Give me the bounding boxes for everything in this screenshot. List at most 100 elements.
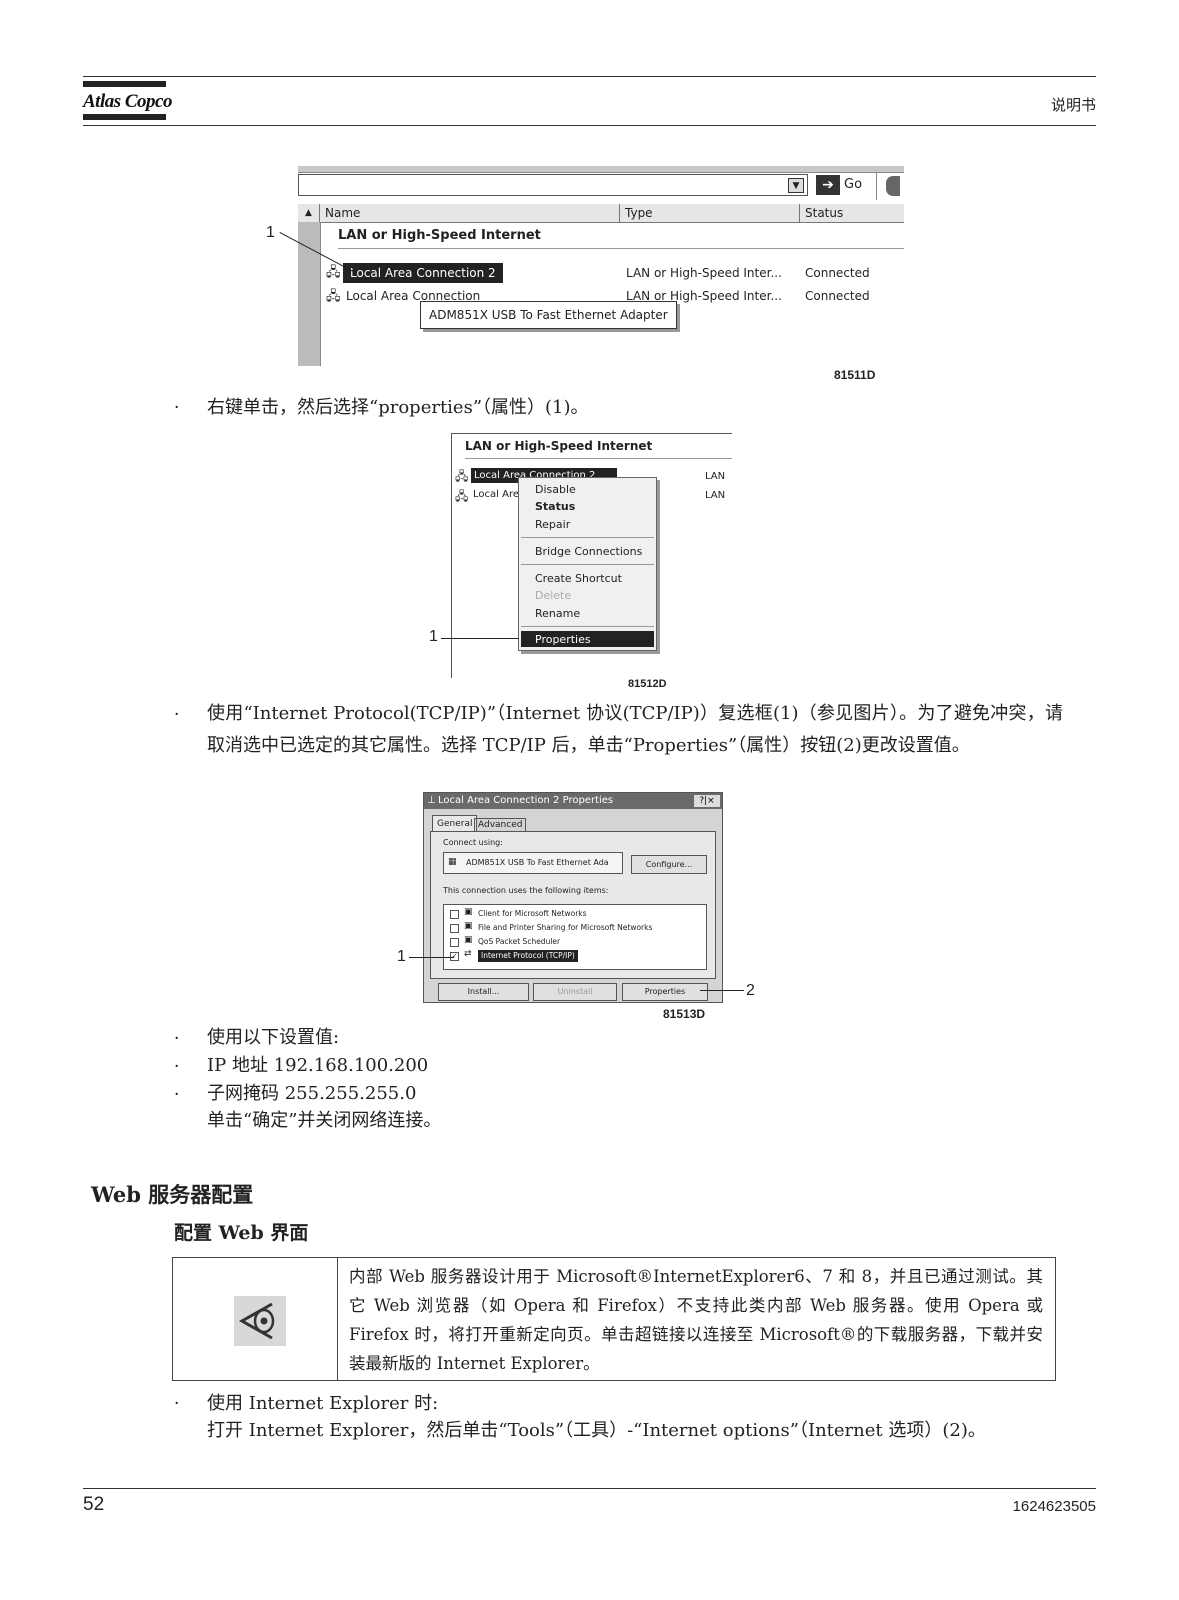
callout-2: 2 [746, 982, 755, 999]
lan-label: LAN [705, 490, 726, 501]
connect-using-label: Connect using: [443, 838, 503, 847]
menu-highlight [521, 631, 654, 647]
item-icon: ▣ [464, 935, 473, 945]
row-connection-2-type: LAN or High-Speed Inter... [626, 266, 782, 280]
uninstall-button: Uninstall [533, 983, 617, 1001]
row-connection-2-name[interactable]: Local Area Connection 2 [343, 263, 503, 283]
row-connection-1-name[interactable]: Local Area Connection [346, 289, 481, 303]
adapter-name: ADM851X USB To Fast Ethernet Ada [466, 858, 609, 867]
step-right-click: 右键单击，然后选择“properties”（属性）(1)。 [207, 397, 589, 418]
item-icon: ▣ [464, 907, 473, 917]
logo-bar-bottom [83, 114, 166, 120]
figure-id: 81511D [834, 368, 876, 382]
bullet: · [174, 705, 180, 725]
item-checkbox-client[interactable] [450, 910, 459, 919]
group-title: LAN or High-Speed Internet [465, 439, 653, 453]
column-header: ▲ Name Type Status [298, 204, 904, 223]
column-status[interactable]: Status [800, 204, 904, 222]
item-icon: ▣ [464, 921, 473, 931]
settings-mask: 子网掩码 255.255.255.0 [207, 1083, 417, 1104]
toolbar-icon [886, 176, 900, 196]
item-checkbox-qos[interactable] [450, 938, 459, 947]
column-type[interactable]: Type [620, 204, 800, 222]
menu-rename[interactable]: Rename [535, 607, 581, 620]
bullet: · [174, 1394, 180, 1414]
settings-intro: 使用以下设置值: [207, 1027, 340, 1048]
figure-id: 81512D [628, 678, 667, 690]
scroll-up-icon[interactable]: ▲ [298, 204, 320, 222]
item-client[interactable]: Client for Microsoft Networks [478, 909, 587, 918]
callout-line [700, 990, 744, 991]
doc-number: 1624623505 [1012, 1498, 1096, 1515]
footer-rule [83, 1488, 1096, 1489]
callout-1: 1 [429, 628, 438, 645]
step-tcpip: 使用“Internet Protocol(TCP/IP)”（Internet 协… [207, 703, 1063, 756]
go-button[interactable]: Go [844, 177, 863, 192]
dialog-help-close-buttons[interactable]: ?|× [694, 795, 720, 807]
network-icon: 🖧 [455, 469, 469, 483]
header-rule-bottom [83, 125, 1096, 126]
network-icon: 🖧 [326, 289, 341, 304]
group-divider [338, 248, 904, 249]
section-title: Web 服务器配置 [91, 1182, 254, 1207]
figure-context-menu: LAN or High-Speed Internet 🖧 Local Area … [451, 433, 732, 678]
row-connection-2-status: Connected [805, 266, 870, 280]
callout-1: 1 [397, 948, 406, 965]
settings-ip: IP 地址 192.168.100.200 [207, 1055, 429, 1076]
menu-repair[interactable]: Repair [535, 518, 571, 531]
menu-create-shortcut[interactable]: Create Shortcut [535, 572, 622, 585]
note-divider [337, 1258, 338, 1380]
eye-icon [234, 1296, 286, 1346]
install-button[interactable]: Install... [438, 983, 529, 1001]
menu-separator [521, 626, 654, 627]
item-checkbox-tcpip[interactable]: ✓ [450, 952, 459, 961]
items-list: ▣ Client for Microsoft Networks ▣ File a… [443, 904, 707, 970]
configure-button[interactable]: Configure... [631, 855, 707, 874]
group-divider [465, 458, 732, 459]
item-file-printer-sharing[interactable]: File and Printer Sharing for Microsoft N… [478, 923, 653, 932]
scrollbar[interactable] [298, 222, 321, 366]
note-text: 内部 Web 服务器设计用于 Microsoft®InternetExplore… [349, 1267, 1043, 1373]
toolbar-strip [298, 166, 904, 173]
menu-delete: Delete [535, 589, 572, 602]
network-icon: 🖧 [326, 265, 341, 280]
row-connection-1-status: Connected [805, 289, 870, 303]
frame-top [451, 433, 732, 434]
item-qos[interactable]: QoS Packet Scheduler [478, 937, 561, 946]
tab-general[interactable]: General [432, 815, 478, 832]
tab-advanced[interactable]: Advanced [474, 818, 527, 832]
menu-separator [521, 564, 654, 565]
context-menu: Disable Status Repair Bridge Connections… [518, 477, 657, 651]
address-input[interactable] [298, 174, 808, 196]
go-arrow-icon[interactable]: ➔ [816, 175, 840, 195]
menu-status[interactable]: Status [535, 500, 576, 513]
note-box: 内部 Web 服务器设计用于 Microsoft®InternetExplore… [172, 1257, 1056, 1381]
item-checkbox-sharing[interactable] [450, 924, 459, 933]
item-tcpip[interactable]: Internet Protocol (TCP/IP) [478, 950, 578, 962]
logo-bar-top [83, 81, 166, 87]
toolbar-divider [876, 172, 877, 200]
lan-label: LAN [705, 471, 726, 482]
step-ie-title: 使用 Internet Explorer 时: [207, 1393, 439, 1414]
figure-properties-dialog: Local Area Connection 2 Properties ⊥ ?|×… [423, 792, 723, 1003]
figure-network-connections: ▼ ➔ Go ▲ Name Type Status LAN or High-Sp… [298, 166, 904, 366]
adapter-box: ▦ ADM851X USB To Fast Ethernet Ada [443, 852, 623, 874]
row-connection-1[interactable]: Local Area Connection [473, 489, 518, 500]
bullet: · [174, 1085, 180, 1105]
header-title: 说明书 [1050, 96, 1096, 114]
properties-button[interactable]: Properties [622, 983, 708, 1001]
frame-left [451, 433, 452, 678]
callout-1: 1 [266, 224, 275, 241]
column-name[interactable]: Name [320, 204, 620, 222]
menu-bridge-connections[interactable]: Bridge Connections [535, 545, 643, 558]
dialog-network-icon: ⊥ [427, 795, 436, 806]
settings-close: 单击“确定”并关闭网络连接。 [207, 1110, 442, 1131]
page-number: 52 [83, 1494, 105, 1515]
group-title: LAN or High-Speed Internet [338, 228, 541, 243]
dropdown-icon[interactable]: ▼ [788, 178, 804, 193]
header-rule-top [83, 76, 1096, 77]
menu-properties[interactable]: Properties [535, 633, 591, 646]
step-ie-text: 打开 Internet Explorer，然后单击“Tools”（工具）-“In… [207, 1420, 986, 1441]
menu-disable[interactable]: Disable [535, 483, 576, 496]
callout-line [441, 638, 519, 639]
